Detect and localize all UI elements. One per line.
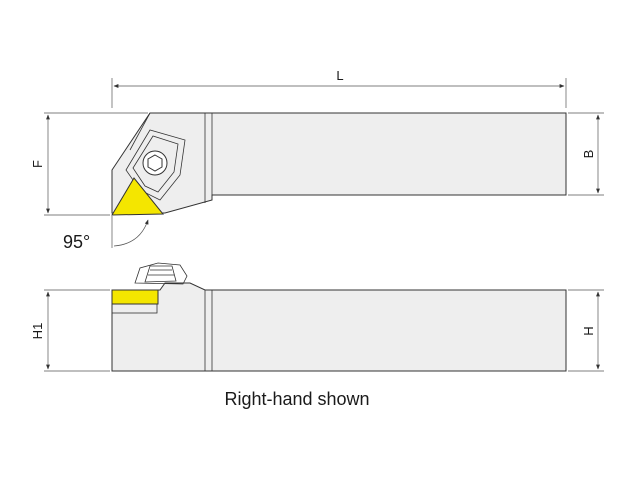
top-view: [111, 112, 567, 216]
dimension-b: B: [568, 112, 604, 196]
caption: Right-hand shown: [224, 389, 369, 409]
label-angle: 95°: [63, 232, 90, 252]
dimension-h1: H1: [30, 289, 110, 372]
side-view-body: [111, 282, 567, 372]
insert-top-view: [111, 177, 165, 216]
dimension-h: H: [568, 289, 604, 372]
hex-socket-icon: [147, 154, 163, 172]
insert-side-view: [111, 289, 159, 305]
label-h: H: [581, 326, 596, 335]
label-f: F: [30, 160, 45, 168]
label-h1: H1: [30, 323, 45, 340]
angle-indicator: 95°: [63, 216, 149, 252]
label-b: B: [581, 150, 596, 159]
side-view: [111, 262, 567, 372]
clamp-side: [134, 262, 188, 285]
clamp-plate: [125, 129, 186, 201]
label-l: L: [336, 68, 343, 83]
dimension-f: F: [30, 112, 148, 216]
top-view-body: [111, 112, 567, 214]
dimension-l: L: [111, 68, 567, 108]
